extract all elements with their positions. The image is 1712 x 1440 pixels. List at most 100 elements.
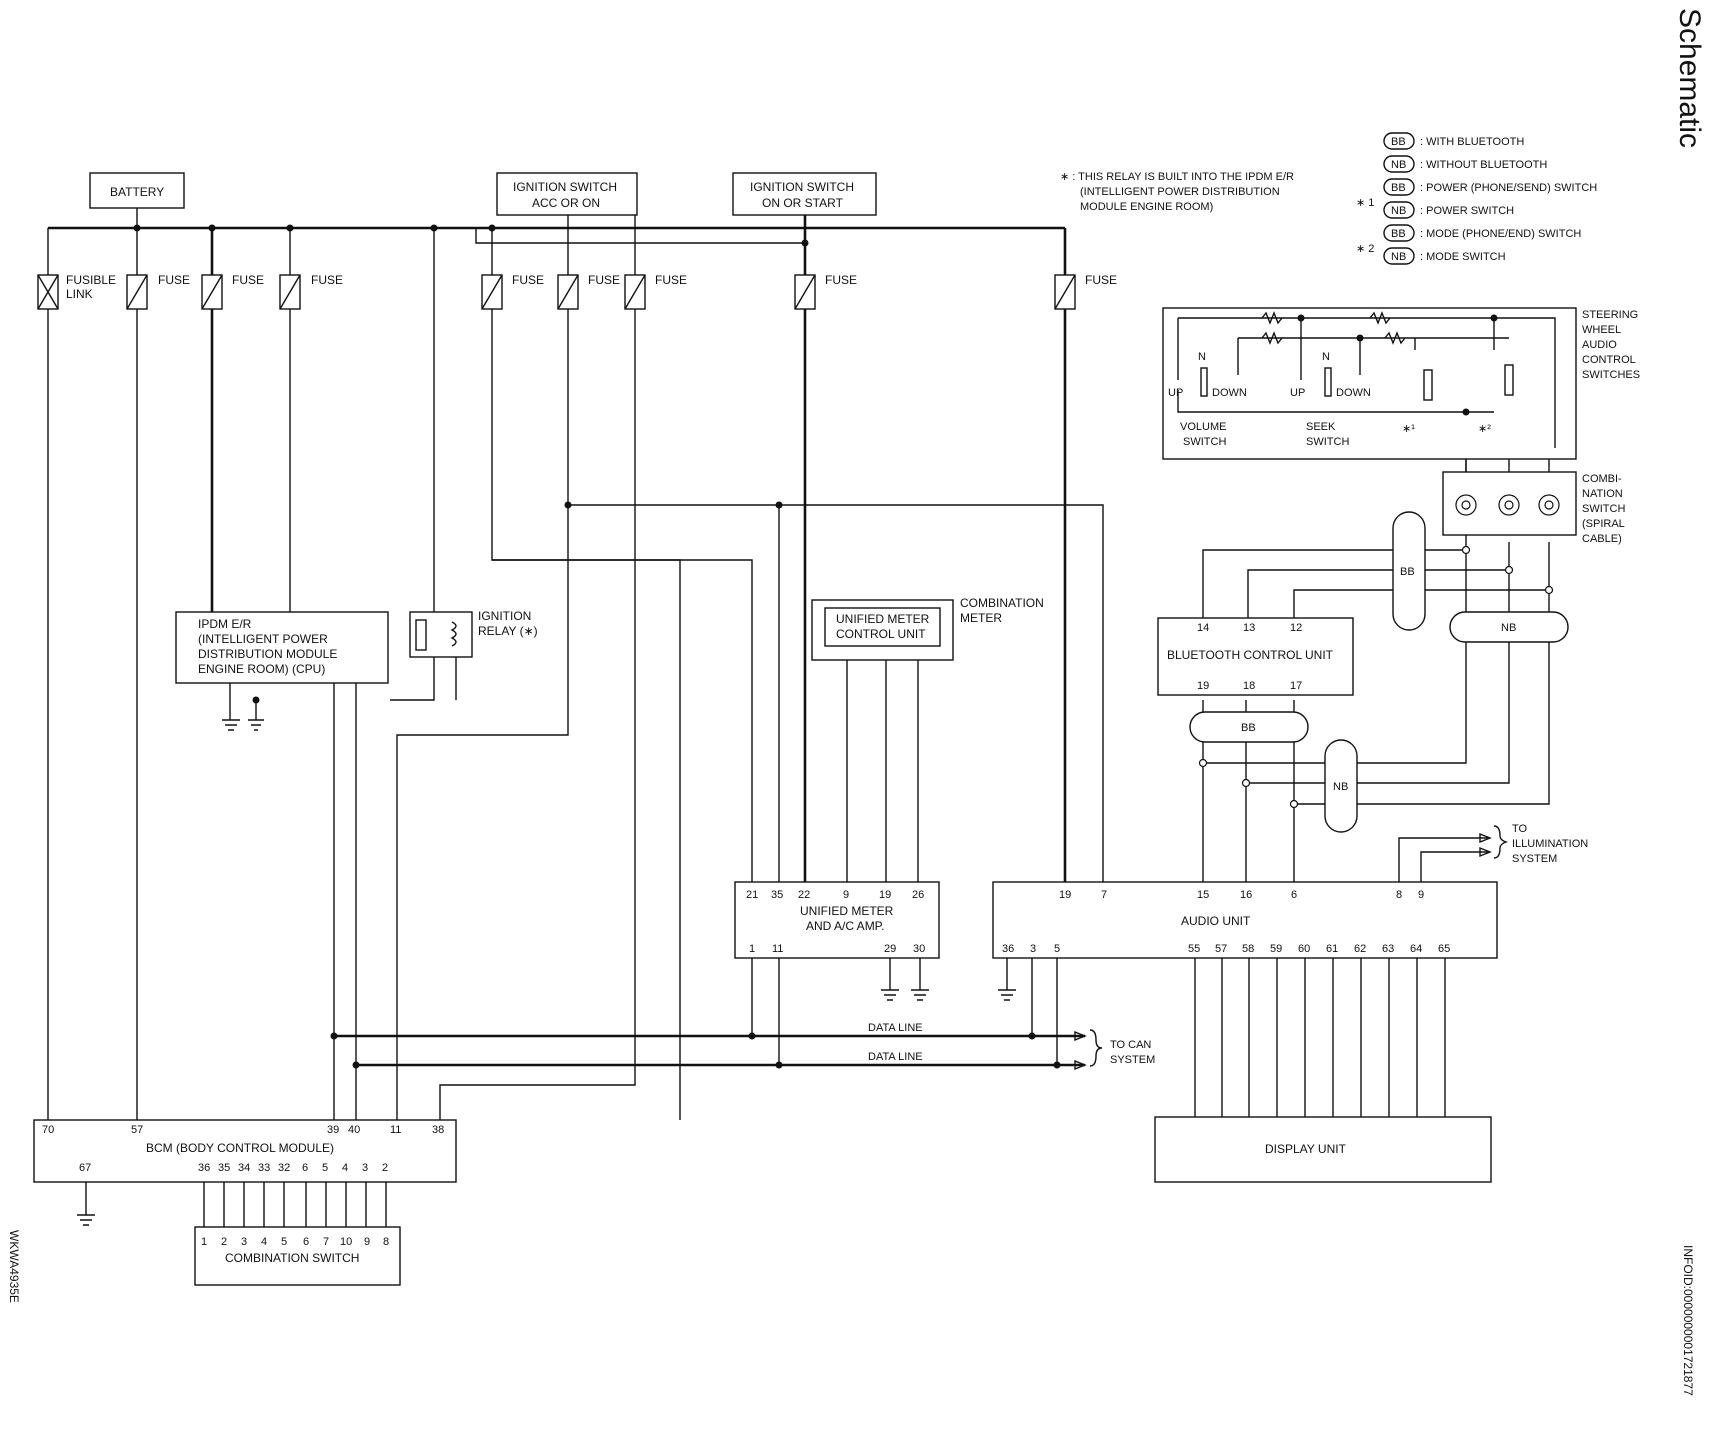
svg-text:TO CAN: TO CAN bbox=[1110, 1039, 1151, 1051]
svg-text:70: 70 bbox=[42, 1124, 54, 1136]
svg-text:COMBINATION SWITCH: COMBINATION SWITCH bbox=[225, 1251, 359, 1265]
svg-text:2: 2 bbox=[221, 1236, 227, 1248]
svg-text:1: 1 bbox=[749, 943, 755, 955]
svg-text:(SPIRAL: (SPIRAL bbox=[1582, 518, 1625, 530]
ignition-relay: IGNITION RELAY (∗) bbox=[409, 609, 538, 658]
fuse: FUSE bbox=[126, 273, 190, 310]
svg-text:29: 29 bbox=[884, 943, 896, 955]
svg-text:13: 13 bbox=[1243, 622, 1255, 634]
harness-tag-nb: NB bbox=[1449, 611, 1569, 643]
ground-symbol bbox=[998, 989, 1016, 1001]
svg-text:∗ 2: ∗ 2 bbox=[1356, 243, 1374, 255]
svg-text:BB: BB bbox=[1241, 722, 1256, 734]
svg-text:6: 6 bbox=[1291, 889, 1297, 901]
svg-text:ENGINE ROOM) (CPU): ENGINE ROOM) (CPU) bbox=[198, 662, 325, 676]
svg-text:59: 59 bbox=[1270, 943, 1282, 955]
svg-text:58: 58 bbox=[1242, 943, 1254, 955]
svg-text:FUSE: FUSE bbox=[232, 273, 264, 287]
svg-text:1: 1 bbox=[201, 1236, 207, 1248]
svg-text:21: 21 bbox=[746, 889, 758, 901]
svg-text:UNIFIED METER: UNIFIED METER bbox=[800, 904, 894, 918]
harness-tag-nb: NB bbox=[1324, 739, 1358, 833]
svg-text:: WITHOUT BLUETOOTH: : WITHOUT BLUETOOTH bbox=[1420, 159, 1547, 171]
svg-text:BB: BB bbox=[1391, 136, 1406, 148]
svg-text:∗²: ∗² bbox=[1478, 423, 1491, 435]
ground-symbol bbox=[222, 719, 240, 731]
svg-text:34: 34 bbox=[238, 1162, 250, 1174]
svg-text:∗ : THIS RELAY IS BUILT INTO T: ∗ : THIS RELAY IS BUILT INTO THE IPDM E/… bbox=[1060, 171, 1294, 183]
page-title: Schematic bbox=[1673, 8, 1706, 148]
svg-text:AUDIO UNIT: AUDIO UNIT bbox=[1181, 914, 1251, 928]
svg-text:22: 22 bbox=[798, 889, 810, 901]
legend-row: ∗ 1BB: POWER (PHONE/SEND) SWITCH bbox=[1356, 178, 1597, 209]
svg-text:BLUETOOTH CONTROL UNIT: BLUETOOTH CONTROL UNIT bbox=[1167, 648, 1334, 662]
svg-text:SWITCHES: SWITCHES bbox=[1582, 369, 1640, 381]
svg-text:IPDM E/R: IPDM E/R bbox=[198, 617, 252, 631]
svg-text:UNIFIED METER: UNIFIED METER bbox=[836, 612, 930, 626]
svg-text:64: 64 bbox=[1410, 943, 1422, 955]
svg-text:14: 14 bbox=[1197, 622, 1209, 634]
svg-text:7: 7 bbox=[323, 1236, 329, 1248]
svg-text:BCM (BODY CONTROL MODULE): BCM (BODY CONTROL MODULE) bbox=[146, 1141, 334, 1155]
svg-text:67: 67 bbox=[79, 1162, 91, 1174]
svg-text:RELAY (∗): RELAY (∗) bbox=[478, 624, 538, 638]
svg-text:BB: BB bbox=[1400, 566, 1415, 578]
svg-text:DOWN: DOWN bbox=[1212, 387, 1247, 399]
svg-text:DATA LINE: DATA LINE bbox=[868, 1051, 923, 1063]
svg-text:57: 57 bbox=[131, 1124, 143, 1136]
legend-row: NB: POWER SWITCH bbox=[1383, 201, 1514, 219]
svg-text:: POWER SWITCH: : POWER SWITCH bbox=[1420, 205, 1514, 217]
svg-text:CONTROL UNIT: CONTROL UNIT bbox=[836, 627, 926, 641]
svg-text:BATTERY: BATTERY bbox=[110, 185, 164, 199]
svg-text:DISPLAY UNIT: DISPLAY UNIT bbox=[1265, 1142, 1347, 1156]
ground-symbol bbox=[77, 1214, 95, 1226]
svg-text:(INTELLIGENT POWER: (INTELLIGENT POWER bbox=[198, 632, 328, 646]
svg-text:3: 3 bbox=[362, 1162, 368, 1174]
battery: BATTERY bbox=[89, 172, 185, 209]
svg-text:35: 35 bbox=[218, 1162, 230, 1174]
legend-row: NB: WITHOUT BLUETOOTH bbox=[1383, 155, 1547, 173]
svg-text:36: 36 bbox=[198, 1162, 210, 1174]
svg-text:DOWN: DOWN bbox=[1336, 387, 1371, 399]
bluetooth-control-unit: BLUETOOTH CONTROL UNIT 14 13 12 19 18 17 bbox=[1157, 617, 1354, 696]
illumination-labels: TO ILLUMINATION SYSTEM bbox=[1479, 823, 1588, 865]
legend-row: ∗ 2BB: MODE (PHONE/END) SWITCH bbox=[1356, 224, 1581, 255]
svg-text:FUSE: FUSE bbox=[512, 273, 544, 287]
svg-text:FUSE: FUSE bbox=[825, 273, 857, 287]
svg-text:63: 63 bbox=[1382, 943, 1394, 955]
svg-text:ACC OR ON: ACC OR ON bbox=[532, 196, 600, 210]
fuse: FUSE bbox=[201, 273, 264, 310]
fuse: FUSE bbox=[557, 273, 620, 310]
spiral-cable: COMBI- NATION SWITCH (SPIRAL CABLE) bbox=[1442, 471, 1625, 545]
svg-text:33: 33 bbox=[258, 1162, 270, 1174]
ipdm-er: IPDM E/R (INTELLIGENT POWER DISTRIBUTION… bbox=[175, 611, 389, 684]
svg-text:9: 9 bbox=[843, 889, 849, 901]
svg-text:11: 11 bbox=[772, 943, 783, 955]
svg-text:9: 9 bbox=[1418, 889, 1424, 901]
svg-text:∗ 1: ∗ 1 bbox=[1356, 197, 1374, 209]
svg-text:: MODE SWITCH: : MODE SWITCH bbox=[1420, 251, 1506, 263]
svg-text:IGNITION SWITCH: IGNITION SWITCH bbox=[750, 180, 854, 194]
svg-text:SWITCH: SWITCH bbox=[1582, 503, 1625, 515]
svg-text:3: 3 bbox=[241, 1236, 247, 1248]
svg-text:30: 30 bbox=[913, 943, 925, 955]
svg-text:N: N bbox=[1198, 351, 1206, 363]
svg-text:4: 4 bbox=[342, 1162, 348, 1174]
svg-text:19: 19 bbox=[879, 889, 891, 901]
svg-text:55: 55 bbox=[1188, 943, 1200, 955]
svg-text:BB: BB bbox=[1391, 228, 1406, 240]
svg-text:7: 7 bbox=[1101, 889, 1107, 901]
figure-code: WKWA4935E bbox=[7, 1230, 21, 1303]
svg-text:COMBINATION: COMBINATION bbox=[960, 596, 1044, 610]
fusible-link: FUSIBLE LINK bbox=[37, 273, 116, 310]
svg-text:35: 35 bbox=[771, 889, 783, 901]
legend: BB: WITH BLUETOOTH NB: WITHOUT BLUETOOTH… bbox=[1356, 132, 1597, 265]
svg-text:32: 32 bbox=[278, 1162, 290, 1174]
ignition-switch-on: IGNITION SWITCH ON OR START bbox=[732, 172, 877, 216]
svg-text:VOLUME: VOLUME bbox=[1180, 421, 1226, 433]
svg-text:STEERING: STEERING bbox=[1582, 309, 1638, 321]
svg-text:12: 12 bbox=[1290, 622, 1302, 634]
svg-text:TO: TO bbox=[1512, 823, 1528, 835]
svg-text:FUSE: FUSE bbox=[655, 273, 687, 287]
